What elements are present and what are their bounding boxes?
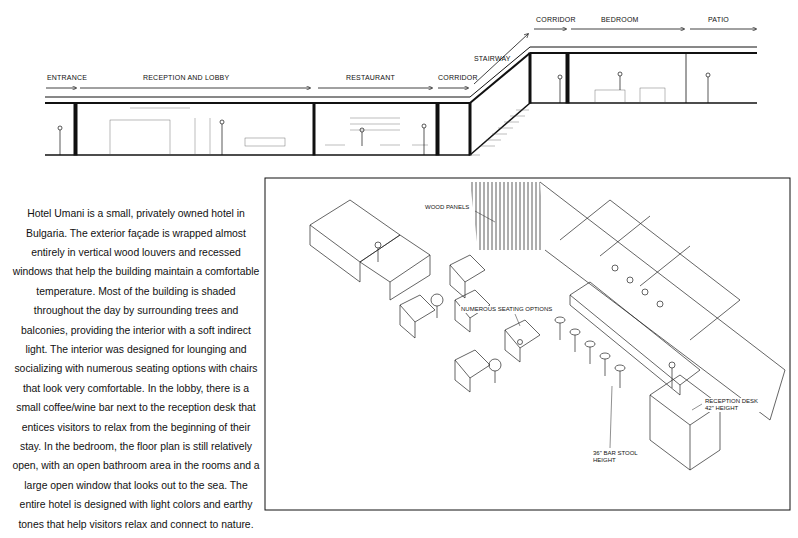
description-text: Hotel Umani is a small, privately owned … [12,204,260,534]
callout-label: WOOD PANELS [424,204,470,211]
space-label: RECEPTION AND LOBBY [143,74,229,82]
space-label: ENTRANCE [47,74,87,82]
callout-label: 36" BAR STOOL HEIGHT [592,450,642,464]
section-arrows [46,29,756,88]
callout-label: NUMEROUS SEATING OPTIONS [460,306,553,313]
building-section [45,47,757,155]
space-label: PATIO [708,16,729,24]
space-label: RESTAURANT [346,74,395,82]
callout-label: RECEPTION DESK 42" HEIGHT [704,398,762,412]
axonometric-lobby [310,182,785,470]
space-label: CORRIDOR [536,16,576,24]
drawing-frame [265,178,790,510]
space-label: CORRIDOR [438,74,478,82]
space-label: STAIRWAY [474,55,511,63]
space-label: BEDROOM [601,16,639,24]
